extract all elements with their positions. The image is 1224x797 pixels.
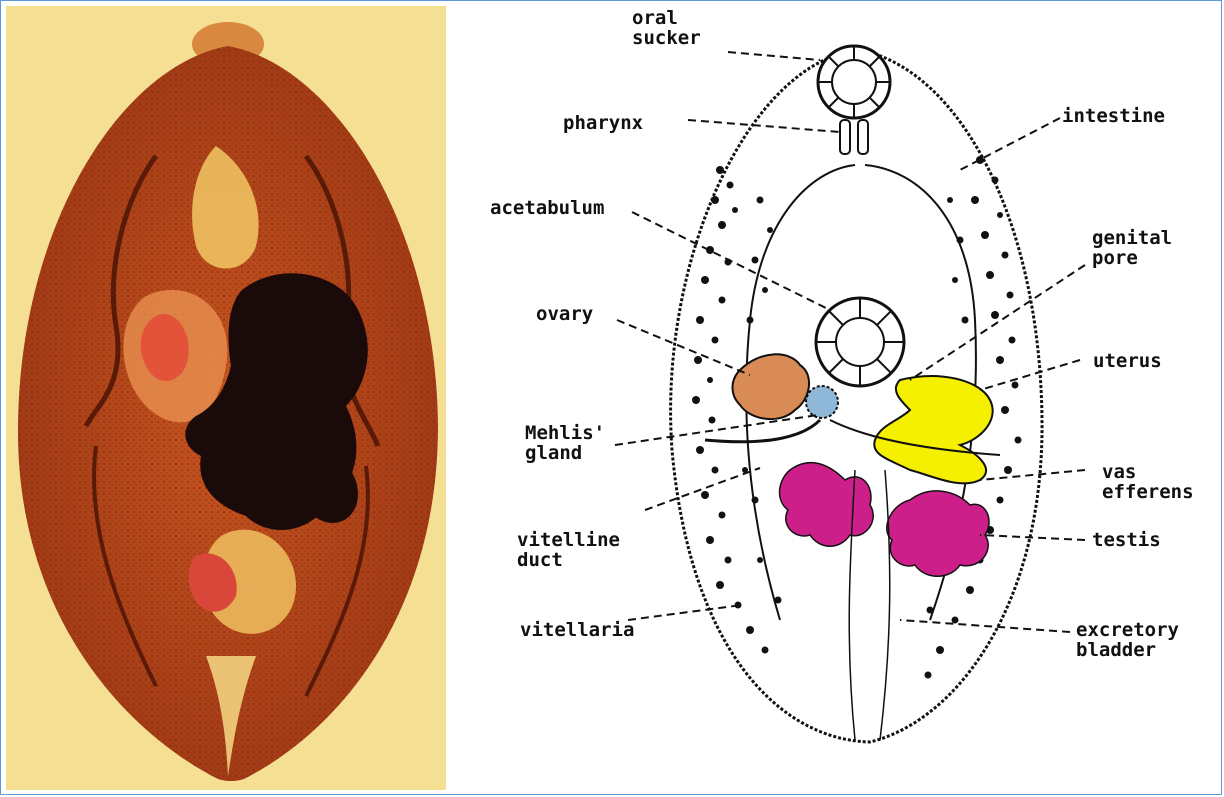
label-pharynx: pharynx <box>563 113 643 133</box>
label-vas-efferens: vas efferens <box>1102 462 1194 502</box>
label-vitellaria: vitellaria <box>520 620 634 640</box>
oral-sucker <box>818 46 890 118</box>
label-testis: testis <box>1092 530 1161 550</box>
label-excretory-bladder: excretory bladder <box>1076 620 1179 660</box>
mehlis-gland <box>806 386 838 418</box>
label-ovary: ovary <box>536 304 593 324</box>
label-oral-sucker: oral sucker <box>632 8 701 48</box>
testis-right <box>887 491 989 576</box>
label-acetabulum: acetabulum <box>490 198 604 218</box>
label-genital-pore: genital pore <box>1092 228 1172 268</box>
label-mehlis-gland: Mehlis' gland <box>525 423 605 463</box>
specimen-photograph <box>6 6 446 790</box>
label-uterus: uterus <box>1093 351 1162 371</box>
label-vitelline-duct: vitelline duct <box>517 530 620 570</box>
acetabulum <box>816 298 904 386</box>
label-intestine: intestine <box>1062 106 1165 126</box>
